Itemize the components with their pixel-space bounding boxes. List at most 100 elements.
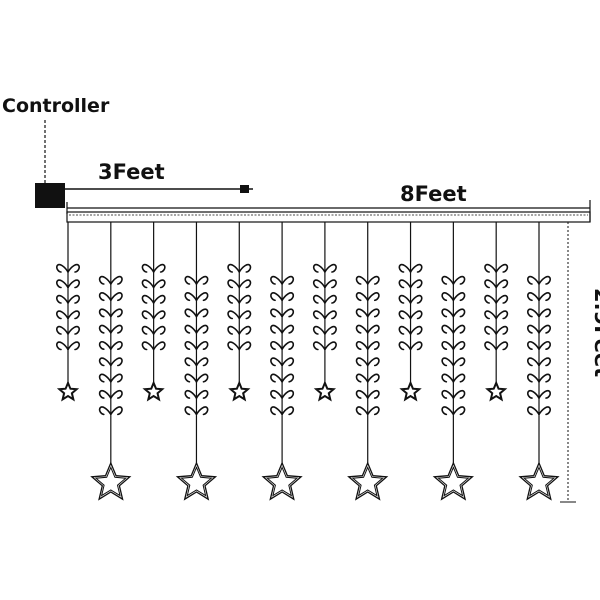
- leaf-left: [141, 263, 155, 273]
- star-short-1-inner: [59, 382, 77, 400]
- leaf-right: [110, 308, 123, 318]
- leaf-left: [355, 373, 369, 383]
- leaf-left: [527, 406, 540, 416]
- drop-height-label: 2.9Feet: [590, 288, 600, 377]
- leaf-left: [98, 406, 112, 416]
- leaf-left: [527, 373, 540, 383]
- leaf-right: [366, 308, 380, 318]
- leaf-left: [398, 279, 412, 289]
- leaf-left: [484, 263, 497, 273]
- leaf-right: [110, 275, 123, 285]
- leaf-right: [110, 292, 123, 302]
- leaf-left: [355, 324, 369, 334]
- leaf-left: [184, 389, 198, 399]
- leaf-left: [270, 357, 283, 367]
- leaf-left: [227, 341, 241, 351]
- leaf-right: [538, 340, 551, 350]
- leaf-right: [366, 324, 380, 334]
- leaf-left: [312, 294, 326, 304]
- leaf-right: [366, 340, 380, 350]
- leaf-left: [98, 308, 112, 318]
- strands-group: [56, 222, 560, 501]
- star-long-1-inner: [94, 466, 127, 497]
- leaf-left: [527, 357, 540, 367]
- leaf-right: [281, 308, 295, 318]
- star-short-2-inner: [144, 382, 163, 400]
- leaf-left: [184, 324, 198, 334]
- leaf-left: [98, 340, 112, 350]
- leaf-right: [495, 310, 509, 320]
- leaf-left: [398, 263, 412, 273]
- leaf-left: [441, 373, 455, 383]
- leaf-left: [312, 341, 326, 351]
- leaf-left: [270, 308, 283, 318]
- leaf-left: [98, 275, 112, 285]
- leaf-left: [141, 294, 155, 304]
- leaf-right: [238, 325, 252, 335]
- leaf-right: [452, 292, 466, 302]
- leaf-left: [441, 340, 455, 350]
- leaf-right: [495, 341, 509, 351]
- leaf-right: [195, 275, 209, 285]
- leaf-left: [270, 373, 283, 383]
- leaf-right: [195, 373, 209, 383]
- leaf-right: [67, 341, 80, 351]
- leaf-right: [195, 406, 209, 416]
- star-short-4: [313, 380, 337, 402]
- leaf-right: [409, 310, 423, 320]
- leaf-right: [67, 294, 80, 304]
- star-short-6: [485, 380, 508, 402]
- leaf-right: [238, 310, 252, 320]
- star-long-5-inner: [437, 466, 470, 497]
- leaf-right: [281, 389, 295, 399]
- leaf-left: [484, 341, 497, 351]
- controller-box: [35, 183, 65, 208]
- leaf-left: [98, 373, 112, 383]
- leaf-right: [238, 279, 252, 289]
- leaf-left: [98, 389, 112, 399]
- leaf-right: [409, 341, 423, 351]
- leaf-right: [281, 406, 295, 416]
- leaf-left: [441, 389, 455, 399]
- leaf-right: [152, 279, 166, 289]
- leaf-left: [355, 292, 369, 302]
- leaf-right: [452, 357, 466, 367]
- leaf-left: [355, 308, 369, 318]
- leaf-right: [67, 325, 80, 335]
- leaf-left: [484, 310, 497, 320]
- leaf-left: [98, 292, 112, 302]
- leaf-left: [355, 406, 369, 416]
- leaf-left: [270, 275, 283, 285]
- leaf-right: [538, 373, 551, 383]
- star-long-3-inner: [266, 466, 299, 497]
- leaf-right: [110, 373, 123, 383]
- leaf-left: [56, 325, 69, 335]
- leaf-right: [67, 279, 80, 289]
- star-long-6: [518, 461, 560, 501]
- leaf-right: [152, 341, 166, 351]
- leaf-right: [409, 279, 423, 289]
- leaf-right: [152, 325, 166, 335]
- leaf-right: [195, 292, 209, 302]
- width-label: 8Feet: [400, 182, 467, 206]
- leaf-left: [227, 310, 241, 320]
- leaf-right: [495, 294, 509, 304]
- leaf-right: [195, 308, 209, 318]
- leaf-left: [98, 357, 112, 367]
- leaf-right: [110, 357, 123, 367]
- leaf-left: [270, 340, 283, 350]
- leaf-left: [184, 340, 198, 350]
- leaf-left: [355, 389, 369, 399]
- leaf-right: [238, 263, 252, 273]
- leaf-left: [484, 325, 497, 335]
- leaf-right: [538, 406, 551, 416]
- leaf-right: [324, 263, 337, 273]
- leaf-right: [152, 263, 166, 273]
- leaf-left: [56, 294, 69, 304]
- leaf-right: [366, 406, 380, 416]
- leaf-left: [484, 294, 497, 304]
- leaf-right: [366, 373, 380, 383]
- leaf-left: [227, 263, 241, 273]
- leaf-left: [441, 324, 455, 334]
- leaf-right: [238, 341, 252, 351]
